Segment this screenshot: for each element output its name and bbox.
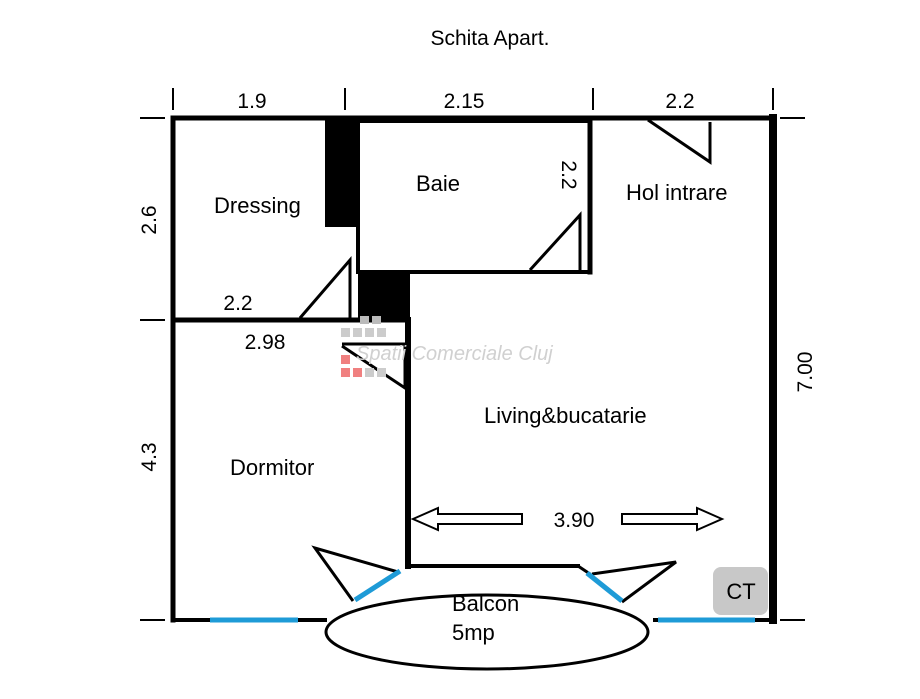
dim-top-1: 1.9 <box>237 90 266 113</box>
room-baie: Baie <box>416 171 460 196</box>
ct-box <box>713 567 768 615</box>
dimension-lines <box>140 88 805 621</box>
windows <box>210 568 755 623</box>
dim-living-width: 3.90 <box>554 509 595 532</box>
room-balcon-area: 5mp <box>452 620 495 645</box>
room-hol-intrare: Hol intrare <box>626 180 727 205</box>
dim-baie-side: 2.2 <box>557 160 580 189</box>
dim-top-3: 2.2 <box>665 90 694 113</box>
room-dormitor: Dormitor <box>230 455 314 480</box>
watermark-text: Spatii Comerciale Cluj <box>356 343 553 365</box>
watermark-logo <box>341 316 386 377</box>
doors <box>298 118 712 391</box>
room-living: Living&bucatarie <box>484 403 647 428</box>
wall-block <box>358 272 410 322</box>
plan-title: Schita Apart. <box>430 27 549 50</box>
room-balcon: Balcon <box>452 591 519 616</box>
wall-block <box>325 118 358 227</box>
ct-label: CT <box>726 579 755 604</box>
dim-left-top: 2.6 <box>138 205 161 234</box>
dim-right: 7.00 <box>794 352 817 393</box>
arrow-right-icon <box>621 506 725 532</box>
dim-dressing-width: 2.2 <box>223 292 252 315</box>
dim-left-bottom: 4.3 <box>138 442 161 471</box>
room-dressing: Dressing <box>214 193 301 218</box>
dim-top-2: 2.15 <box>444 90 485 113</box>
balcony <box>311 545 677 671</box>
dim-dormitor-width: 2.98 <box>245 331 286 354</box>
arrow-left-icon <box>410 506 523 532</box>
